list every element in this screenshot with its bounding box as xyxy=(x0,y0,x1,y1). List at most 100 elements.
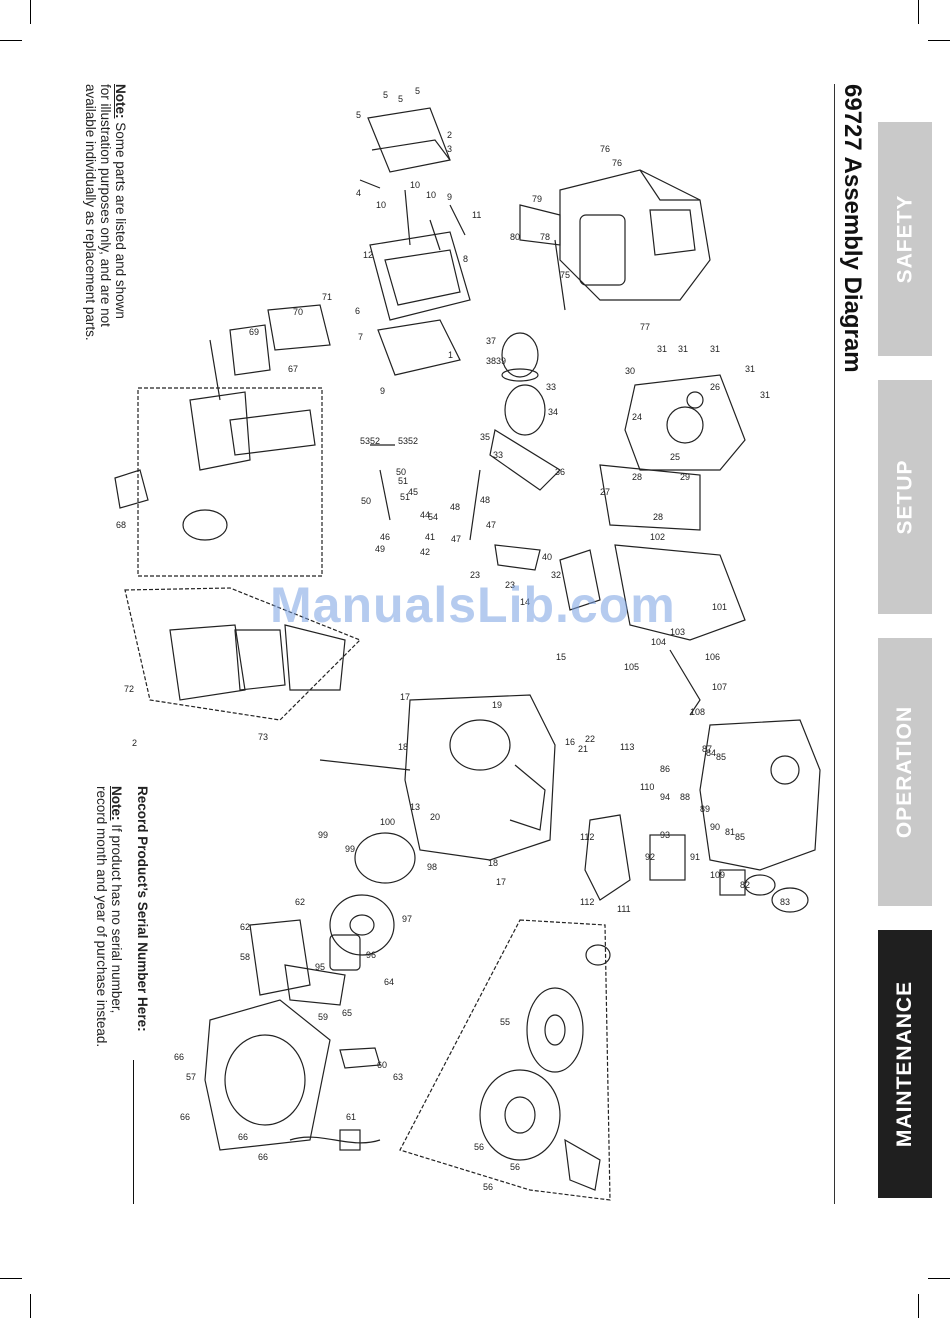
svg-text:47: 47 xyxy=(451,534,461,544)
svg-text:100: 100 xyxy=(380,817,395,827)
svg-text:31: 31 xyxy=(760,390,770,400)
svg-text:61: 61 xyxy=(346,1112,356,1122)
svg-text:45: 45 xyxy=(408,487,418,497)
svg-text:69: 69 xyxy=(249,327,259,337)
svg-text:5: 5 xyxy=(356,110,361,120)
svg-text:25: 25 xyxy=(670,452,680,462)
svg-text:106: 106 xyxy=(705,652,720,662)
fuel-tank-drawing xyxy=(699,719,821,913)
svg-text:13: 13 xyxy=(410,802,420,812)
svg-text:91: 91 xyxy=(690,852,700,862)
svg-text:83: 83 xyxy=(780,897,790,907)
carburetor-drawing xyxy=(114,304,331,577)
svg-text:11: 11 xyxy=(472,210,481,220)
svg-text:97: 97 xyxy=(402,914,412,924)
svg-text:28: 28 xyxy=(653,512,663,522)
piston-drawing xyxy=(489,332,561,491)
svg-text:92: 92 xyxy=(645,852,655,862)
crankcase-cover-drawing xyxy=(599,374,746,531)
svg-text:59: 59 xyxy=(318,1012,328,1022)
watermark: ManualsLib.com xyxy=(270,577,676,633)
cylinder-head-drawing xyxy=(359,107,471,376)
svg-text:2: 2 xyxy=(132,738,137,748)
svg-text:33: 33 xyxy=(493,450,503,460)
tab-setup[interactable]: SETUP xyxy=(878,380,932,614)
svg-text:66: 66 xyxy=(258,1152,268,1162)
svg-text:5: 5 xyxy=(383,90,388,100)
svg-text:29: 29 xyxy=(680,472,690,482)
svg-text:103: 103 xyxy=(670,627,685,637)
svg-text:32: 32 xyxy=(551,570,561,580)
svg-text:76: 76 xyxy=(612,158,622,168)
svg-text:87: 87 xyxy=(702,744,712,754)
tab-operation[interactable]: OPERATION xyxy=(878,638,932,906)
svg-text:10: 10 xyxy=(426,190,436,200)
svg-text:55: 55 xyxy=(500,1017,510,1027)
crop-mark xyxy=(0,1278,22,1279)
crop-mark xyxy=(918,0,919,24)
svg-text:7: 7 xyxy=(358,332,363,342)
svg-text:76: 76 xyxy=(600,144,610,154)
svg-text:60: 60 xyxy=(377,1060,387,1070)
svg-text:62: 62 xyxy=(295,897,305,907)
crop-mark xyxy=(30,1294,31,1318)
serial-number-line[interactable] xyxy=(133,1060,134,1204)
svg-text:102: 102 xyxy=(650,532,665,542)
svg-text:110: 110 xyxy=(640,782,654,792)
svg-text:36: 36 xyxy=(555,467,565,477)
svg-text:23: 23 xyxy=(505,580,515,590)
fuel-cup-drawing xyxy=(584,814,686,901)
air-cleaner-drawing xyxy=(519,169,711,311)
svg-text:50: 50 xyxy=(396,467,406,477)
svg-text:96: 96 xyxy=(366,950,376,960)
crop-mark xyxy=(928,1278,950,1279)
svg-text:89: 89 xyxy=(700,804,710,814)
svg-text:70: 70 xyxy=(293,307,303,317)
svg-text:2: 2 xyxy=(447,130,452,140)
svg-text:23: 23 xyxy=(470,570,480,580)
svg-text:81: 81 xyxy=(725,827,735,837)
svg-text:56: 56 xyxy=(510,1162,520,1172)
svg-text:66: 66 xyxy=(238,1132,248,1142)
svg-text:5: 5 xyxy=(415,86,420,96)
svg-text:98: 98 xyxy=(427,862,437,872)
svg-text:37: 37 xyxy=(486,336,496,346)
recoil-starter-drawing xyxy=(399,919,611,1201)
tab-safety[interactable]: SAFETY xyxy=(878,122,932,356)
svg-text:16: 16 xyxy=(565,737,575,747)
svg-text:64: 64 xyxy=(384,977,394,987)
svg-text:112: 112 xyxy=(580,832,594,842)
svg-text:50: 50 xyxy=(361,496,371,506)
svg-text:47: 47 xyxy=(486,520,496,530)
svg-text:5: 5 xyxy=(398,94,403,104)
svg-text:51: 51 xyxy=(398,476,408,486)
svg-text:5352: 5352 xyxy=(398,436,418,446)
svg-text:79: 79 xyxy=(532,194,542,204)
svg-text:3: 3 xyxy=(447,144,452,154)
tab-maintenance[interactable]: MAINTENANCE xyxy=(878,930,932,1198)
svg-text:67: 67 xyxy=(288,364,298,374)
svg-text:26: 26 xyxy=(710,382,720,392)
svg-text:24: 24 xyxy=(632,412,642,422)
svg-text:28: 28 xyxy=(632,472,642,482)
svg-text:31: 31 xyxy=(745,364,755,374)
svg-text:46: 46 xyxy=(380,532,390,542)
svg-text:105: 105 xyxy=(624,662,639,672)
svg-text:99: 99 xyxy=(345,844,355,854)
svg-text:75: 75 xyxy=(560,270,570,280)
svg-text:1: 1 xyxy=(448,350,453,360)
air-filter-drawing xyxy=(124,587,362,721)
svg-text:31: 31 xyxy=(710,344,720,354)
ignition-wire-drawing xyxy=(289,1047,381,1151)
svg-text:54: 54 xyxy=(428,512,438,522)
svg-text:101: 101 xyxy=(712,602,727,612)
crop-mark xyxy=(30,0,31,24)
svg-text:109: 109 xyxy=(710,870,725,880)
svg-text:112: 112 xyxy=(580,897,594,907)
governor-drawing xyxy=(370,444,601,611)
svg-text:82: 82 xyxy=(740,880,750,890)
svg-text:111: 111 xyxy=(617,904,631,914)
svg-text:56: 56 xyxy=(483,1182,493,1192)
svg-text:18: 18 xyxy=(398,742,408,752)
